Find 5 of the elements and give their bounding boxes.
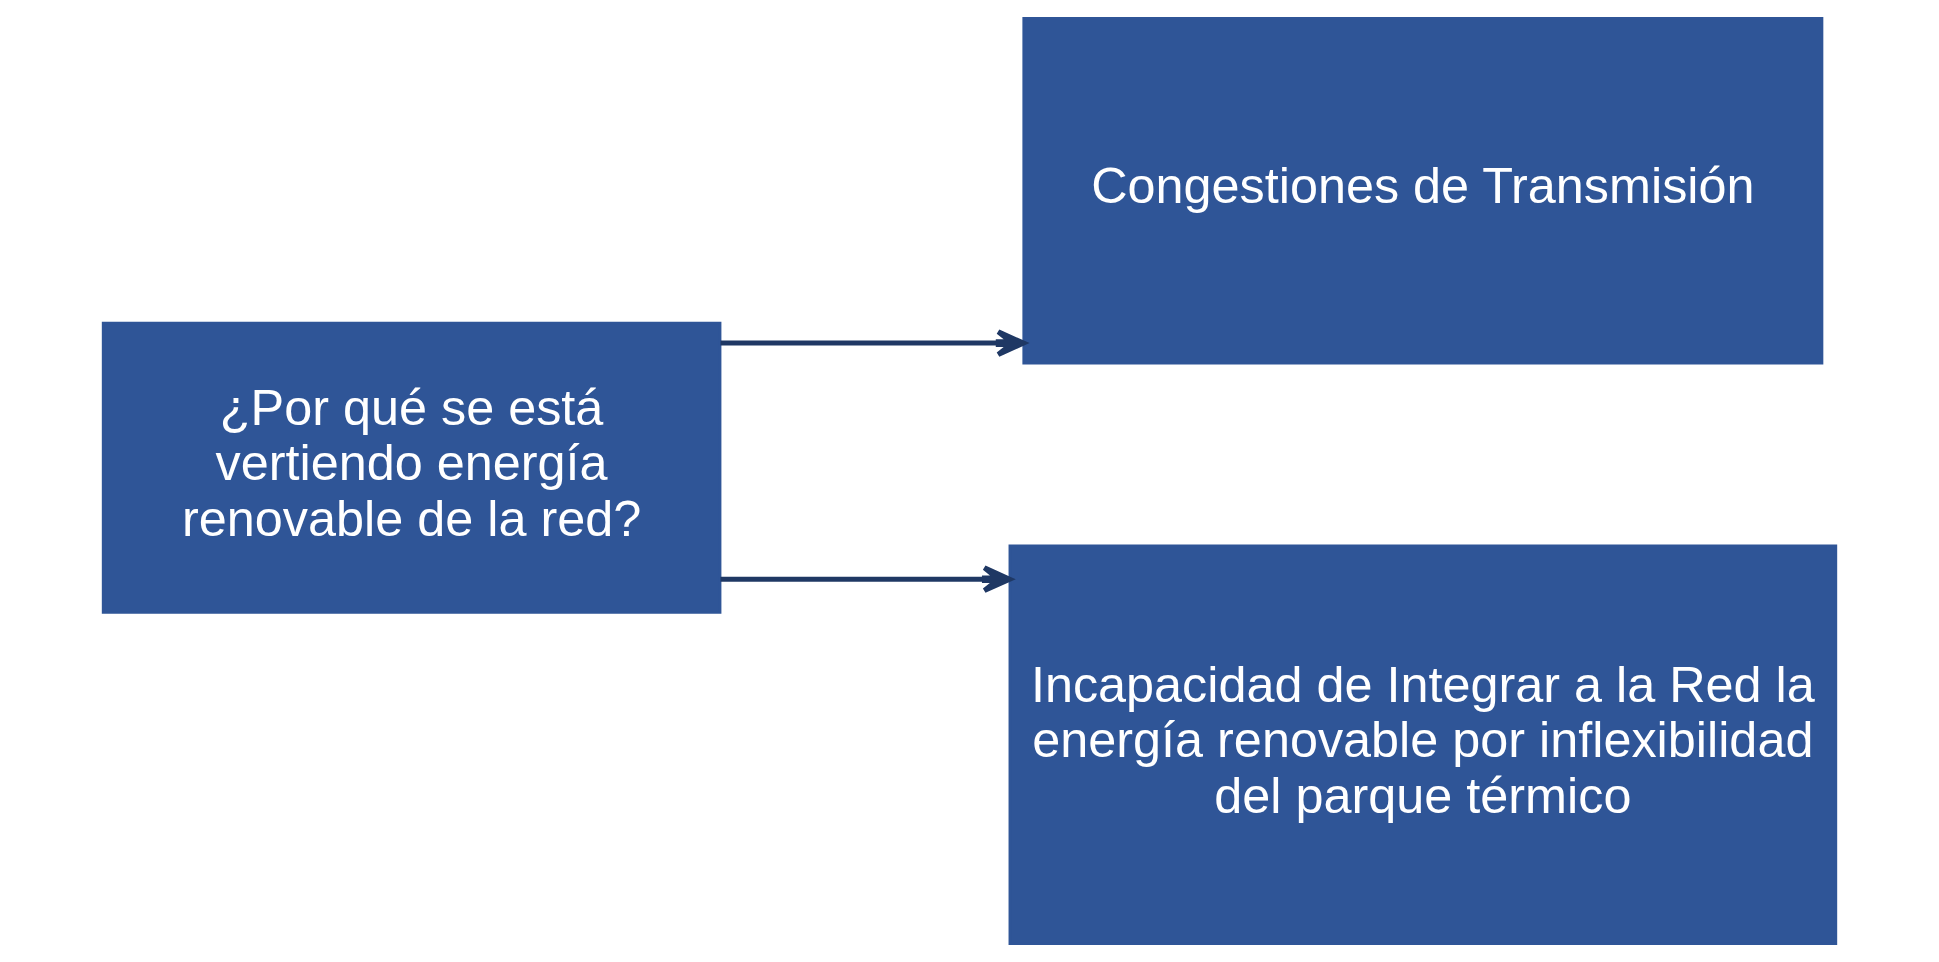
arrow xyxy=(720,329,1026,357)
arrow xyxy=(720,565,1013,594)
node-box: Incapacidad de Integrar a la Red la energía renovable por inflexibilidad del parque térmico xyxy=(1008,544,1838,946)
node-box: ¿Por qué se está vertiendo energía renovable de la red? xyxy=(101,321,722,614)
node-box: Congestiones de Transmisión xyxy=(1022,16,1824,365)
